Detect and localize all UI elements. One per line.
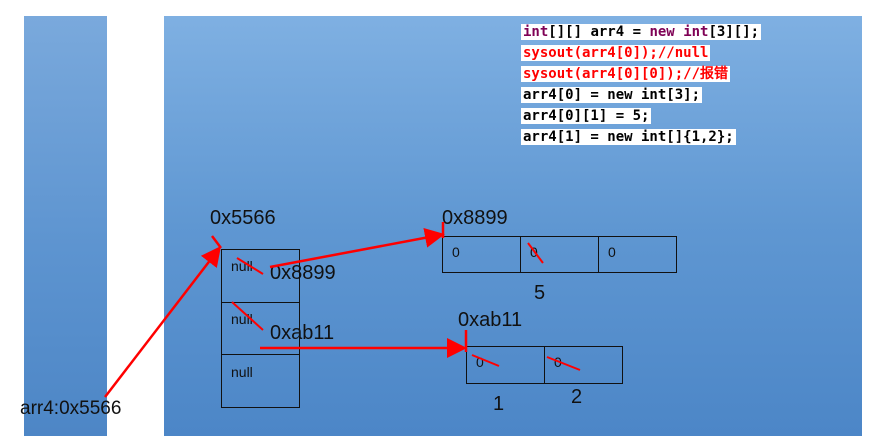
array-b-cell-0-value: 0 [476,354,484,370]
array-b-new-value-0: 1 [493,393,505,415]
array-a-address: 0x8899 [442,207,508,229]
code-block: int[][] arr4 = new int[3][]; sysout(arr4… [521,22,762,148]
strike-outer-cell-0 [236,257,264,275]
stack-panel [24,16,107,436]
outer-cell-0-value: null [231,258,253,274]
outer-array-cell-2: null [221,354,300,408]
outer-cell-1-ref: 0xab11 [270,322,335,344]
outer-array-address: 0x5566 [210,207,276,229]
outer-address-tick [211,235,222,249]
array-a-new-value-1: 5 [534,282,546,304]
outer-cell-2-value: null [231,364,253,380]
strike-array-b-cell-1 [546,356,581,371]
arrow-stack-to-outer [104,246,222,398]
stack-variable-label: arr4:0x5566 [20,398,122,419]
array-a-cell-2-value: 0 [608,244,616,260]
strike-array-a-cell-1 [527,242,544,264]
outer-cell-0-ref: 0x8899 [270,262,336,284]
code-line-1: int[][] arr4 = new int[3][]; [521,24,762,40]
array-a-cell-0-value: 0 [452,244,460,260]
strike-array-b-cell-0 [471,354,500,367]
code-line-6: arr4[1] = new int[]{1,2}; [521,129,736,145]
code-line-2: sysout(arr4[0]);//null [521,45,711,61]
code-line-3: sysout(arr4[0][0]);//报错 [521,66,731,82]
array-b-new-value-1: 2 [571,386,583,408]
array-b-address: 0xab11 [458,309,523,331]
heap-panel [164,16,862,436]
array-a-cell-2: 0 [598,236,677,273]
code-line-4: arr4[0] = new int[3]; [521,87,703,103]
strike-outer-cell-1 [231,301,264,331]
arrow-outer0-to-array-a [269,227,445,269]
code-line-5: arr4[0][1] = 5; [521,108,652,124]
